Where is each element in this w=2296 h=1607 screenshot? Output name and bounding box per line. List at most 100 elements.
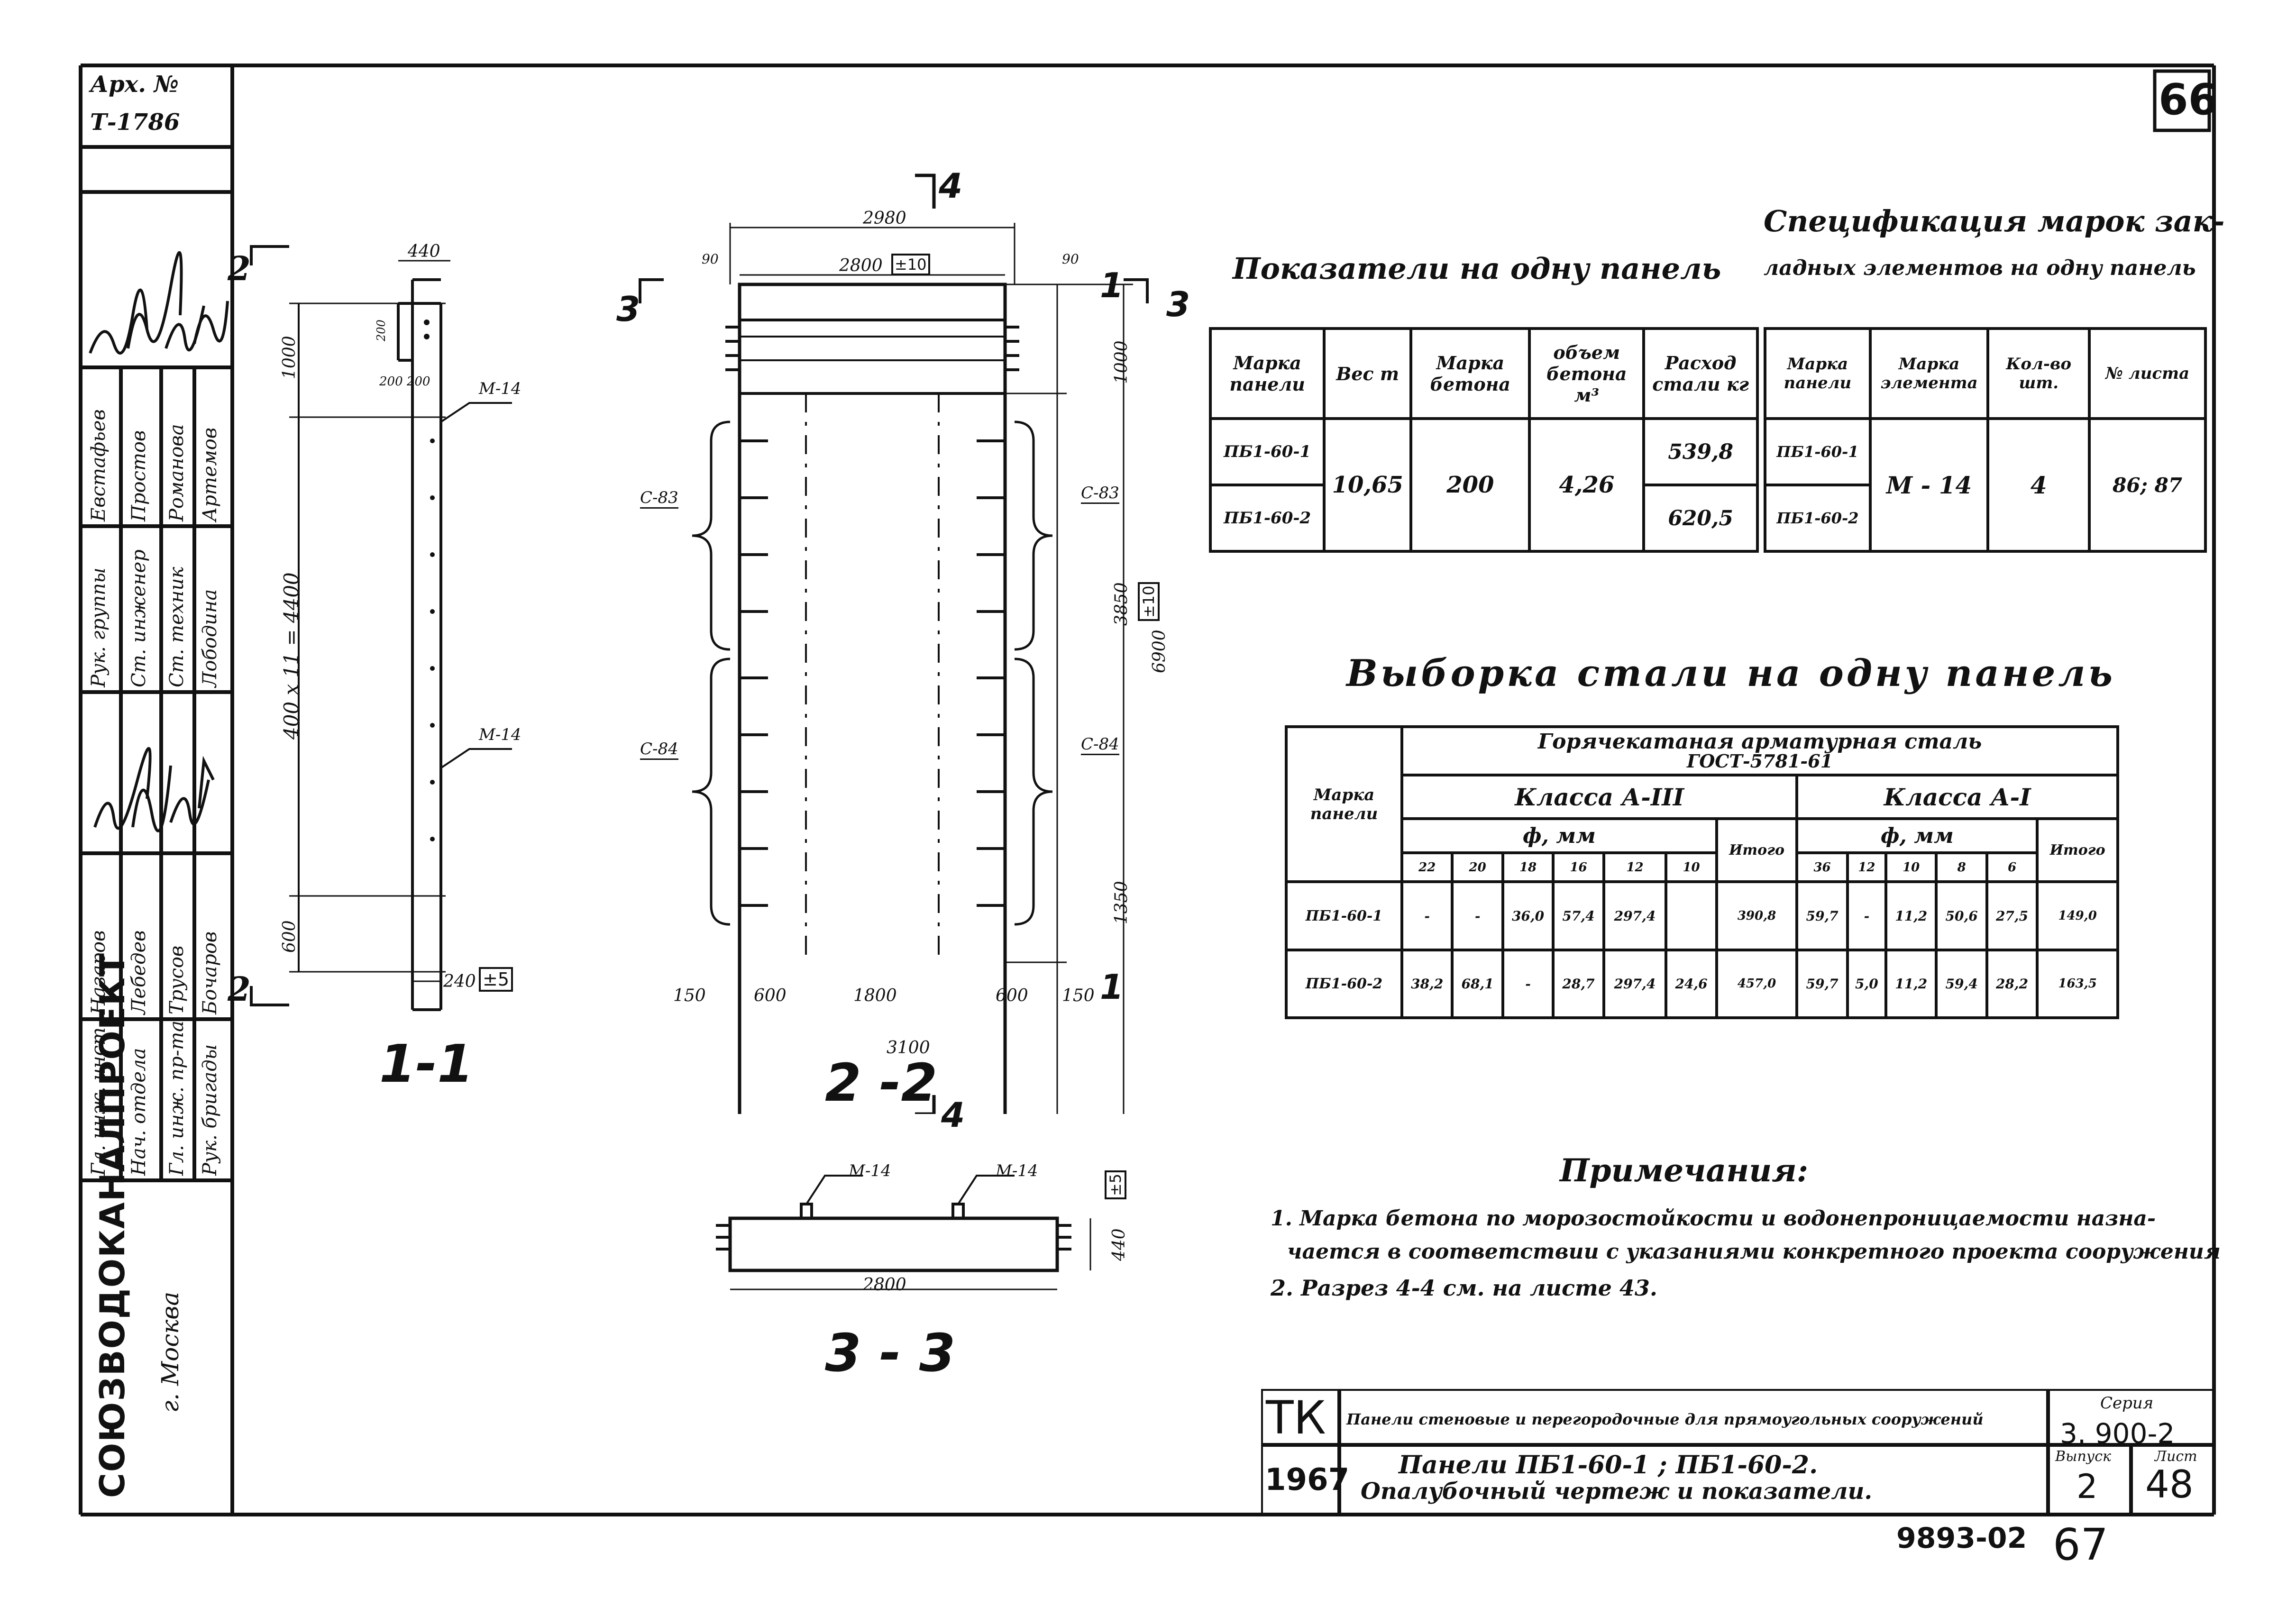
bottom-stamp: 9893-02 <box>1896 1522 2027 1555</box>
ind-r2-mark: ПБ1-60-2 <box>1208 484 1326 553</box>
steel-r2-a3-3: 28,7 <box>1552 948 1605 1020</box>
steel-r1-a1-4: 27,5 <box>1985 880 2039 951</box>
steel-group-title-2: ГОСТ-5781-61 <box>1686 750 1833 772</box>
spec-title-2: ладных элементов на одну панель <box>1764 256 2196 280</box>
steel-phi-a3: ф, мм <box>1400 817 1718 855</box>
steel-phi-a1: ф, мм <box>1795 817 2039 855</box>
signatures <box>89 251 229 832</box>
steel-r1-a3-1: - <box>1451 880 1504 951</box>
steel-class-a1: Класса А-I <box>1795 774 2119 821</box>
notes-title: Примечания: <box>1560 1152 1809 1189</box>
steel-r1-mark: ПБ1-60-1 <box>1285 880 1403 951</box>
ind-weight: 10,65 <box>1323 417 1413 553</box>
v22-tol-top: ±10 <box>891 254 930 275</box>
v22-mark-bottom: 4 <box>941 1095 965 1135</box>
ind-concrete: 200 <box>1409 417 1531 553</box>
title-issue: 2 <box>2076 1467 2098 1506</box>
v22-mark-1-bottom: 1 <box>1100 967 1124 1007</box>
indicators-table: Марка панели Вес т Марка бетона объем бе… <box>1208 327 1759 553</box>
ind-h-volume: объем бетона м³ <box>1528 327 1646 420</box>
role-4: Рук. бригады <box>199 1044 221 1176</box>
v33-tag-b: М-14 <box>996 1161 1038 1180</box>
spec-h-mark: Марка панели <box>1764 327 1872 420</box>
v11-dim-600: 600 <box>280 920 299 953</box>
v22-mark-top: 4 <box>939 166 963 206</box>
steel-r1-a3-0: - <box>1400 880 1454 951</box>
steel-class-a3: Класса А-III <box>1400 774 1799 821</box>
v22-label: 2 -2 <box>825 1052 938 1113</box>
steel-r1-a1-0: 59,7 <box>1795 880 1849 951</box>
v22-dim-3100: 3100 <box>887 1038 930 1058</box>
title-desc-1: Панели ПБ1-60-1 ; ПБ1-60-2. <box>1399 1451 1818 1479</box>
steel-r2-a1-0: 59,7 <box>1795 948 1849 1020</box>
spec-sheet: 86; 87 <box>2088 417 2207 553</box>
steel-d-a3-1: 20 <box>1451 851 1504 884</box>
role-2: Нач. отдела <box>128 1048 150 1176</box>
v22-tol-3850: ±10 <box>1138 582 1160 621</box>
steel-d-a1-4: 6 <box>1985 851 2039 884</box>
steel-r1-a3-5 <box>1665 880 1718 951</box>
note-2: 2. Разрез 4-4 см. на листе 43. <box>1271 1275 1657 1301</box>
steel-table: Марка панели Горячекатаная арматурная ст… <box>1285 725 2119 1020</box>
v22-dim-6900: 6900 <box>1150 630 1169 673</box>
spec-title-1: Спецификация марок зак- <box>1764 204 2225 238</box>
title-tk: ТК <box>1266 1391 1326 1444</box>
spec-element: М - 14 <box>1868 417 1990 553</box>
v11-detail-b: 200 200 <box>379 374 430 389</box>
spec-h-sheet: № листа <box>2088 327 2207 420</box>
name-2: Лебедев <box>128 930 150 1014</box>
note-1a: 1. Марка бетона по морозостойкости и вод… <box>1271 1206 2156 1231</box>
v11-dim-1000: 1000 <box>280 336 299 379</box>
ind-h-concrete: Марка бетона <box>1409 327 1531 420</box>
steel-h-mark: Марка панели <box>1285 725 1403 884</box>
name-3: Трусов <box>166 945 188 1014</box>
ind-volume: 4,26 <box>1528 417 1646 553</box>
steel-r2-a3-0: 38,2 <box>1400 948 1454 1020</box>
v11-tag-m14-a: М-14 <box>479 379 521 398</box>
title-series-label: Серия <box>2100 1394 2154 1413</box>
steel-group-title-1: Горячекатаная арматурная сталь <box>1537 730 1982 754</box>
title-issue-label: Выпуск <box>2055 1448 2111 1465</box>
title-desc-top: Панели стеновые и перегородочные для пря… <box>1346 1410 1984 1428</box>
ind-r1-steel: 539,8 <box>1642 417 1759 486</box>
v11-tol-bottom: ±5 <box>479 967 513 992</box>
v22-dim-1350: 1350 <box>1112 881 1131 924</box>
title-series: 3. 900-2 <box>2060 1417 2175 1450</box>
ind-h-mark: Марка панели <box>1208 327 1326 420</box>
v11-tag-m14-b: М-14 <box>479 725 521 744</box>
spec-h-element: Марка элемента <box>1868 327 1990 420</box>
steel-d-a1-3: 8 <box>1935 851 1988 884</box>
v22-dim-top-overall: 2980 <box>863 209 906 228</box>
ind-h-weight: Вес т <box>1323 327 1413 420</box>
steel-r1-a1-1: - <box>1846 880 1887 951</box>
steel-r2-a3-2: - <box>1501 948 1555 1020</box>
ind-h-steel: Расход стали кг <box>1642 327 1759 420</box>
v22-c84-right: С-84 <box>1081 735 1119 755</box>
org-city: г. Москва <box>156 1291 184 1413</box>
v33-label: 3 - 3 <box>825 1323 956 1383</box>
steel-r2-a3-4: 297,4 <box>1602 948 1668 1020</box>
spec-table: Марка панели Марка элемента Кол-во шт. №… <box>1764 327 2207 553</box>
v11-section-mark-bottom: 2 <box>228 969 251 1009</box>
steel-d-a3-5: 10 <box>1665 851 1718 884</box>
v22-dim-90-left: 90 <box>702 251 719 267</box>
v11-label: 1-1 <box>379 1033 474 1094</box>
steel-r1-a1-3: 50,6 <box>1935 880 1988 951</box>
arch-label: Арх. № <box>90 71 179 98</box>
title-desc-2: Опалубочный чертеж и показатели. <box>1361 1478 1873 1505</box>
steel-r1-a1-2: 11,2 <box>1884 880 1938 951</box>
steel-r1-a3-2: 36,0 <box>1501 880 1555 951</box>
v11-dim-bottom: 240 <box>443 972 476 991</box>
steel-group-title: Горячекатаная арматурная сталь ГОСТ-5781… <box>1400 725 2119 777</box>
v11-detail-a: 200 <box>375 320 388 341</box>
spec-r2-mark: ПБ1-60-2 <box>1764 484 1872 553</box>
v22-dim-1000: 1000 <box>1112 340 1131 384</box>
steel-total-a3: Итого <box>1715 817 1799 884</box>
spec-r1-mark: ПБ1-60-1 <box>1764 417 1872 486</box>
steel-d-a3-3: 16 <box>1552 851 1605 884</box>
bottom-page: 67 <box>2053 1519 2109 1570</box>
steel-r2-a1-2: 11,2 <box>1884 948 1938 1020</box>
steel-d-a1-0: 36 <box>1795 851 1849 884</box>
steel-r2-a3-1: 68,1 <box>1451 948 1504 1020</box>
